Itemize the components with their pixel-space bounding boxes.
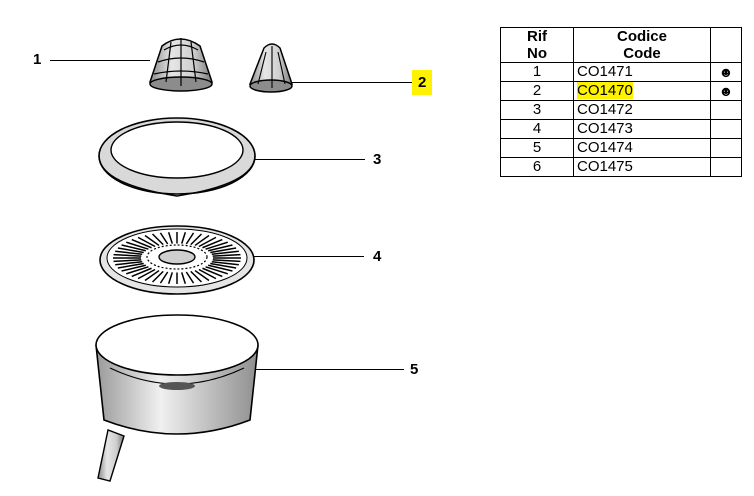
sieve-slot bbox=[125, 266, 149, 275]
sieve-slot bbox=[180, 272, 187, 285]
leader-line-5 bbox=[256, 369, 404, 370]
part-5-container bbox=[95, 314, 259, 482]
leader-line-2 bbox=[292, 82, 412, 83]
code-text: CO1474 bbox=[577, 139, 633, 156]
smiley-icon: ☻ bbox=[710, 62, 742, 82]
leader-line-3 bbox=[255, 159, 365, 160]
rif-cell: 3 bbox=[500, 100, 574, 120]
part-3-ring bbox=[98, 117, 256, 197]
sieve-slot bbox=[125, 241, 149, 250]
sieve-slot bbox=[194, 234, 210, 247]
callout-5: 5 bbox=[410, 361, 419, 378]
sieve-slot bbox=[211, 250, 239, 255]
rif-cell: 5 bbox=[500, 138, 574, 158]
code-cell: CO1475 bbox=[573, 157, 711, 177]
rif-cell: 4 bbox=[500, 119, 574, 139]
smiley-icon: ☻ bbox=[710, 81, 742, 101]
header-codice-code: Codice Code bbox=[573, 27, 711, 63]
sieve-slot bbox=[190, 270, 203, 283]
sieve-slot bbox=[151, 270, 164, 283]
code-text: CO1475 bbox=[577, 158, 633, 175]
sieve-slot bbox=[185, 271, 195, 284]
part-2-small-cone bbox=[248, 43, 294, 93]
sieve-slot bbox=[211, 261, 239, 266]
parts-illustration bbox=[95, 38, 294, 482]
sieve-slot bbox=[212, 253, 241, 257]
sieve-slot bbox=[113, 253, 142, 257]
code-cell: CO1473 bbox=[573, 119, 711, 139]
sieve-slot bbox=[115, 261, 143, 266]
sieve-slot bbox=[117, 262, 144, 269]
callout-2: 2 bbox=[412, 70, 433, 95]
code-text: CO1473 bbox=[577, 120, 633, 137]
sieve-slot bbox=[137, 236, 156, 248]
code-cell: CO1471 bbox=[573, 62, 711, 82]
code-text: CO1470 bbox=[577, 82, 633, 99]
sieve-slot bbox=[202, 238, 223, 249]
sieve-slot bbox=[208, 264, 233, 272]
mark-cell bbox=[710, 157, 742, 177]
sieve-slot bbox=[194, 269, 210, 282]
header-mark bbox=[710, 27, 742, 63]
sieve-slot bbox=[121, 244, 146, 252]
sieve-slot bbox=[144, 234, 160, 247]
mark-cell bbox=[710, 119, 742, 139]
sieve-slot bbox=[180, 231, 187, 244]
sieve-slot bbox=[131, 267, 152, 278]
sieve-slot bbox=[205, 266, 229, 275]
sieve-slot bbox=[208, 244, 233, 252]
rif-cell: 2 bbox=[500, 81, 574, 101]
rif-cell: 6 bbox=[500, 157, 574, 177]
sieve-slot bbox=[205, 241, 229, 250]
sieve-slot bbox=[115, 250, 143, 255]
code-text: CO1471 bbox=[577, 63, 633, 80]
sieve-slot bbox=[202, 267, 223, 278]
sieve-slot bbox=[151, 233, 164, 246]
code-cell: CO1470 bbox=[573, 81, 711, 101]
sieve-slot bbox=[212, 259, 241, 263]
sieve-slot bbox=[210, 247, 237, 254]
code-cell: CO1472 bbox=[573, 100, 711, 120]
sieve-slot bbox=[121, 264, 146, 272]
rif-cell: 1 bbox=[500, 62, 574, 82]
sieve-slot bbox=[113, 259, 142, 263]
sieve-slot bbox=[167, 272, 174, 285]
callout-3: 3 bbox=[373, 151, 382, 168]
sieve-slot bbox=[117, 247, 144, 254]
sieve-slot bbox=[185, 232, 195, 245]
callout-1: 1 bbox=[33, 51, 42, 68]
sieve-slot bbox=[159, 271, 169, 284]
code-cell: CO1474 bbox=[573, 138, 711, 158]
sieve-slot bbox=[159, 232, 169, 245]
sieve-slot bbox=[167, 231, 174, 244]
sieve-slot bbox=[190, 233, 203, 246]
leader-line-4 bbox=[254, 256, 364, 257]
mark-cell bbox=[710, 100, 742, 120]
sieve-slot bbox=[144, 269, 160, 282]
header-rif-no: Rif No bbox=[500, 27, 574, 63]
sieve-slot bbox=[210, 262, 237, 269]
exploded-parts-diagram: 1 2 3 4 5 bbox=[33, 38, 433, 482]
callout-4: 4 bbox=[373, 248, 382, 265]
mark-cell bbox=[710, 138, 742, 158]
sieve-slot bbox=[131, 238, 152, 249]
table-header-row: Rif No Codice Code bbox=[500, 27, 742, 63]
part-1-large-cone bbox=[148, 38, 214, 92]
sieve-slot bbox=[198, 236, 217, 248]
leader-line-1 bbox=[50, 60, 150, 61]
part-4-sieve-disc bbox=[99, 225, 255, 295]
sieve-slot bbox=[198, 268, 217, 280]
code-text: CO1472 bbox=[577, 101, 633, 118]
sieve-slot bbox=[137, 268, 156, 280]
